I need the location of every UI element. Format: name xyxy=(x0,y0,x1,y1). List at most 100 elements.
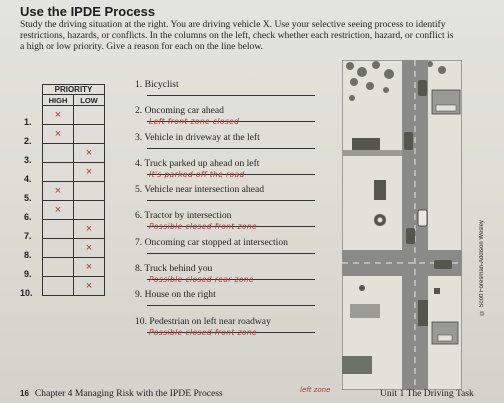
answer-line[interactable] xyxy=(147,331,315,333)
row-number: 10. xyxy=(20,288,33,298)
low-cell[interactable]: × xyxy=(73,219,105,239)
low-cell[interactable] xyxy=(73,181,105,201)
priority-row-6: × xyxy=(42,200,105,220)
item-label: 5. Vehicle near intersection ahead xyxy=(135,184,265,196)
priority-col-high: HIGH xyxy=(42,94,74,106)
high-cell[interactable] xyxy=(42,276,74,296)
driveway-left xyxy=(342,150,402,156)
vehicle-near-intersection xyxy=(406,228,415,244)
list-item: 9. House on the right xyxy=(135,289,325,315)
item-label: 8. Truck behind you xyxy=(135,263,213,275)
list-item: 1. Bicyclist xyxy=(135,79,325,105)
answer-text: Left front zone closed xyxy=(149,117,240,127)
answer-line[interactable] xyxy=(147,200,315,202)
low-cell[interactable] xyxy=(73,200,105,220)
item-label: 7. Oncoming car stopped at intersection xyxy=(135,236,288,248)
priority-col-low: LOW xyxy=(73,94,105,106)
driving-situation-illustration xyxy=(342,60,462,390)
answer-line[interactable] xyxy=(147,147,315,149)
answer-text: Possible closed front zone xyxy=(149,222,257,232)
list-item: 7. Oncoming car stopped at intersection xyxy=(135,237,325,263)
item-label: 9. House on the right xyxy=(135,289,216,301)
low-cell[interactable]: × xyxy=(73,276,105,296)
answer-line[interactable] xyxy=(147,173,315,175)
item-label: 4. Truck parked up ahead on left xyxy=(135,157,260,169)
bush-bottom-left xyxy=(342,356,372,374)
high-cell[interactable] xyxy=(42,238,74,258)
low-cell[interactable]: × xyxy=(73,257,105,277)
answer-line[interactable] xyxy=(147,95,315,96)
oncoming-car xyxy=(418,80,427,96)
row-number: 2. xyxy=(24,136,32,146)
row-number: 9. xyxy=(24,269,32,279)
row-number: 5. xyxy=(24,193,32,203)
answer-text: Possible closed rear zone xyxy=(149,275,254,285)
chapter-title: Chapter 4 Managing Risk with the IPDE Pr… xyxy=(34,388,223,399)
margin-note: left zone xyxy=(300,386,331,394)
parked-truck xyxy=(374,180,386,200)
oncoming-stopped-car xyxy=(434,260,452,269)
answer-text: Possible closed front zone xyxy=(149,327,257,337)
priority-row-10: × xyxy=(42,276,105,296)
item-label: 1. Bicyclist xyxy=(135,79,179,90)
answer-line[interactable] xyxy=(147,121,315,123)
trees xyxy=(346,61,446,101)
row-number: 3. xyxy=(24,155,32,165)
item-label: 3. Vehicle in driveway at the left xyxy=(135,131,260,143)
priority-row-2: × xyxy=(42,124,105,144)
priority-row-4: × xyxy=(42,162,105,182)
row-number: 7. xyxy=(24,231,32,241)
footer-left: 16 Chapter 4 Managing Risk with the IPDE … xyxy=(20,388,223,399)
bicyclist xyxy=(404,132,413,150)
row-number: 1. xyxy=(24,117,32,127)
high-cell[interactable]: × xyxy=(42,200,74,220)
priority-row-7: × xyxy=(42,219,105,239)
truck-behind xyxy=(418,300,428,326)
unit-title: Unit 1 The Driving Task xyxy=(380,388,474,399)
high-cell[interactable] xyxy=(42,143,74,163)
low-cell[interactable]: × xyxy=(73,238,105,258)
answer-line[interactable] xyxy=(147,305,315,307)
row-number: 8. xyxy=(24,250,32,260)
page-number: 16 xyxy=(20,389,29,398)
vehicle-x xyxy=(417,209,428,227)
answer-line[interactable] xyxy=(147,226,315,228)
priority-row-1: × xyxy=(42,105,105,125)
high-cell[interactable]: × xyxy=(42,124,74,144)
answer-line[interactable] xyxy=(147,279,315,281)
page-title: Use the IPDE Process xyxy=(20,4,156,19)
priority-row-8: × xyxy=(42,238,105,258)
high-cell[interactable]: × xyxy=(42,181,74,201)
low-cell[interactable]: × xyxy=(73,162,105,182)
row-number: 4. xyxy=(24,174,32,184)
high-cell[interactable] xyxy=(42,257,74,277)
item-label: 10. Pedestrian on left near roadway xyxy=(135,315,271,327)
item-label: 6. Tractor by intersection xyxy=(135,210,232,222)
instructions-text: Study the driving situation at the right… xyxy=(20,19,454,52)
low-cell[interactable]: × xyxy=(73,143,105,163)
high-cell[interactable]: × xyxy=(42,105,74,125)
priority-row-9: × xyxy=(42,257,105,277)
high-cell[interactable] xyxy=(42,219,74,239)
row-number: 6. xyxy=(24,212,32,222)
pedestrian xyxy=(359,285,365,291)
priority-table-title: PRIORITY xyxy=(42,84,105,95)
high-cell[interactable] xyxy=(42,162,74,182)
answer-line[interactable] xyxy=(147,252,315,254)
priority-row-3: × xyxy=(42,143,105,163)
list-item: 3. Vehicle in driveway at the left xyxy=(135,132,325,158)
vehicle-in-driveway xyxy=(352,138,380,150)
list-item: 5. Vehicle near intersection ahead xyxy=(135,184,325,210)
low-cell[interactable] xyxy=(73,105,105,125)
priority-row-numbers: 1. 2. 3. 4. 5. 6. 7. 8. 9. 10. xyxy=(20,113,33,303)
driveway-bottom-left xyxy=(350,304,380,318)
priority-table: PRIORITY HIGH LOW × × × × × × × × × × xyxy=(42,84,105,296)
low-cell[interactable] xyxy=(73,124,105,144)
